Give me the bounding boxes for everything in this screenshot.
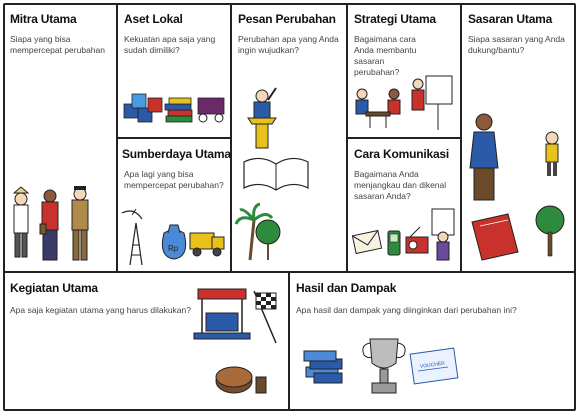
phone-icon [387, 230, 401, 256]
block-cara-komunikasi: Cara Komunikasi Bagaimana Anda menjangka… [348, 139, 460, 271]
satellite-tower-icon [121, 208, 143, 266]
block-description: Siapa sasaran yang Anda dukung/bantu? [468, 34, 565, 55]
block-pesan-perubahan: Pesan Perubahan Perubahan apa yang Anda … [232, 4, 346, 271]
block-description: Bagaimana cara Anda membantu sasaran per… [354, 34, 417, 77]
trophy-icon [362, 338, 406, 394]
block-strategi-utama: Strategi Utama Bagaimana cara Anda memba… [348, 4, 460, 137]
block-title: Kegiatan Utama [10, 281, 98, 295]
child-figure-icon [545, 131, 559, 176]
certificate-label: VOUCHER [420, 360, 446, 369]
divider [116, 137, 232, 139]
strategi-illustration [355, 75, 453, 130]
woman-figure-icon [39, 189, 59, 261]
block-title: Strategi Utama [354, 12, 436, 26]
block-sumberdaya-utama: Sumberdaya Utama Apa lagi yang bisa memp… [118, 139, 231, 271]
block-title: Mitra Utama [10, 12, 77, 26]
round-tree-icon [255, 219, 281, 260]
block-kegiatan-utama: Kegiatan Utama Apa saja kegiatan utama y… [4, 273, 288, 410]
official-figure-icon [71, 186, 89, 261]
block-title: Aset Lokal [124, 12, 183, 26]
drum-icon [215, 366, 267, 394]
block-aset-lokal: Aset Lokal Kekuatan apa saja yang sudah … [118, 4, 230, 137]
radio-icon [405, 226, 429, 254]
mitra-illustration [12, 186, 89, 261]
money-label: Rp [168, 244, 179, 253]
certificate-icon: VOUCHER [409, 347, 459, 385]
checkered-flag-icon [253, 290, 277, 344]
komunikasi-illustration [351, 208, 455, 261]
tree-icon [535, 205, 565, 257]
block-description: Siapa yang bisa mempercepat perubahan [10, 34, 105, 55]
block-hasil-dampak: Hasil dan Dampak Apa hasil dan dampak ya… [290, 273, 575, 410]
divider [346, 137, 462, 139]
block-title: Sasaran Utama [468, 12, 553, 26]
sumberdaya-illustration: Rp [121, 208, 225, 266]
open-book-icon [243, 157, 309, 191]
diagram-frame [3, 3, 576, 411]
speaker-at-podium-icon [247, 87, 277, 149]
block-description: Apa hasil dan dampak yang diinginkan dar… [296, 305, 517, 315]
pesan-illustration [234, 87, 309, 261]
presenter-board-icon [411, 75, 453, 130]
divider [288, 271, 290, 410]
farmer-figure-icon [12, 186, 30, 258]
stage-icon [193, 288, 251, 340]
envelope-icon [351, 229, 383, 255]
block-description: Perubahan apa yang Anda ingin wujudkan? [238, 34, 339, 55]
money-bag-icon: Rp [161, 224, 187, 260]
people-at-table-icon [355, 88, 401, 128]
block-description: Apa lagi yang bisa mempercepat perubahan… [124, 169, 224, 190]
block-description: Kekuatan apa saja yang sudah dimiliki? [124, 34, 216, 55]
cash-stack-icon [303, 350, 343, 384]
aset-illustration [123, 93, 225, 123]
book-stack-icon [164, 97, 193, 123]
block-sasaran-utama: Sasaran Utama Siapa sasaran yang Anda du… [462, 4, 575, 271]
sasaran-illustration [469, 113, 565, 261]
social-media-tiles-icon [123, 93, 163, 123]
block-title: Hasil dan Dampak [296, 281, 397, 295]
block-description: Bagaimana Anda menjangkau dan dikenal sa… [354, 169, 447, 201]
block-title: Cara Komunikasi [354, 147, 450, 161]
woman-figure-icon [469, 113, 499, 201]
poster-person-icon [431, 208, 455, 261]
hasil-illustration: VOUCHER [303, 338, 459, 394]
block-title: Sumberdaya Utama [122, 147, 231, 161]
cart-icon [197, 97, 225, 123]
block-title: Pesan Perubahan [238, 12, 336, 26]
block-description: Apa saja kegiatan utama yang harus dilak… [10, 305, 191, 315]
palm-tree-icon [234, 202, 274, 261]
block-mitra-utama: Mitra Utama Siapa yang bisa mempercepat … [4, 4, 116, 271]
red-book-icon [471, 213, 519, 261]
truck-icon [189, 232, 225, 257]
kegiatan-illustration [193, 288, 277, 394]
